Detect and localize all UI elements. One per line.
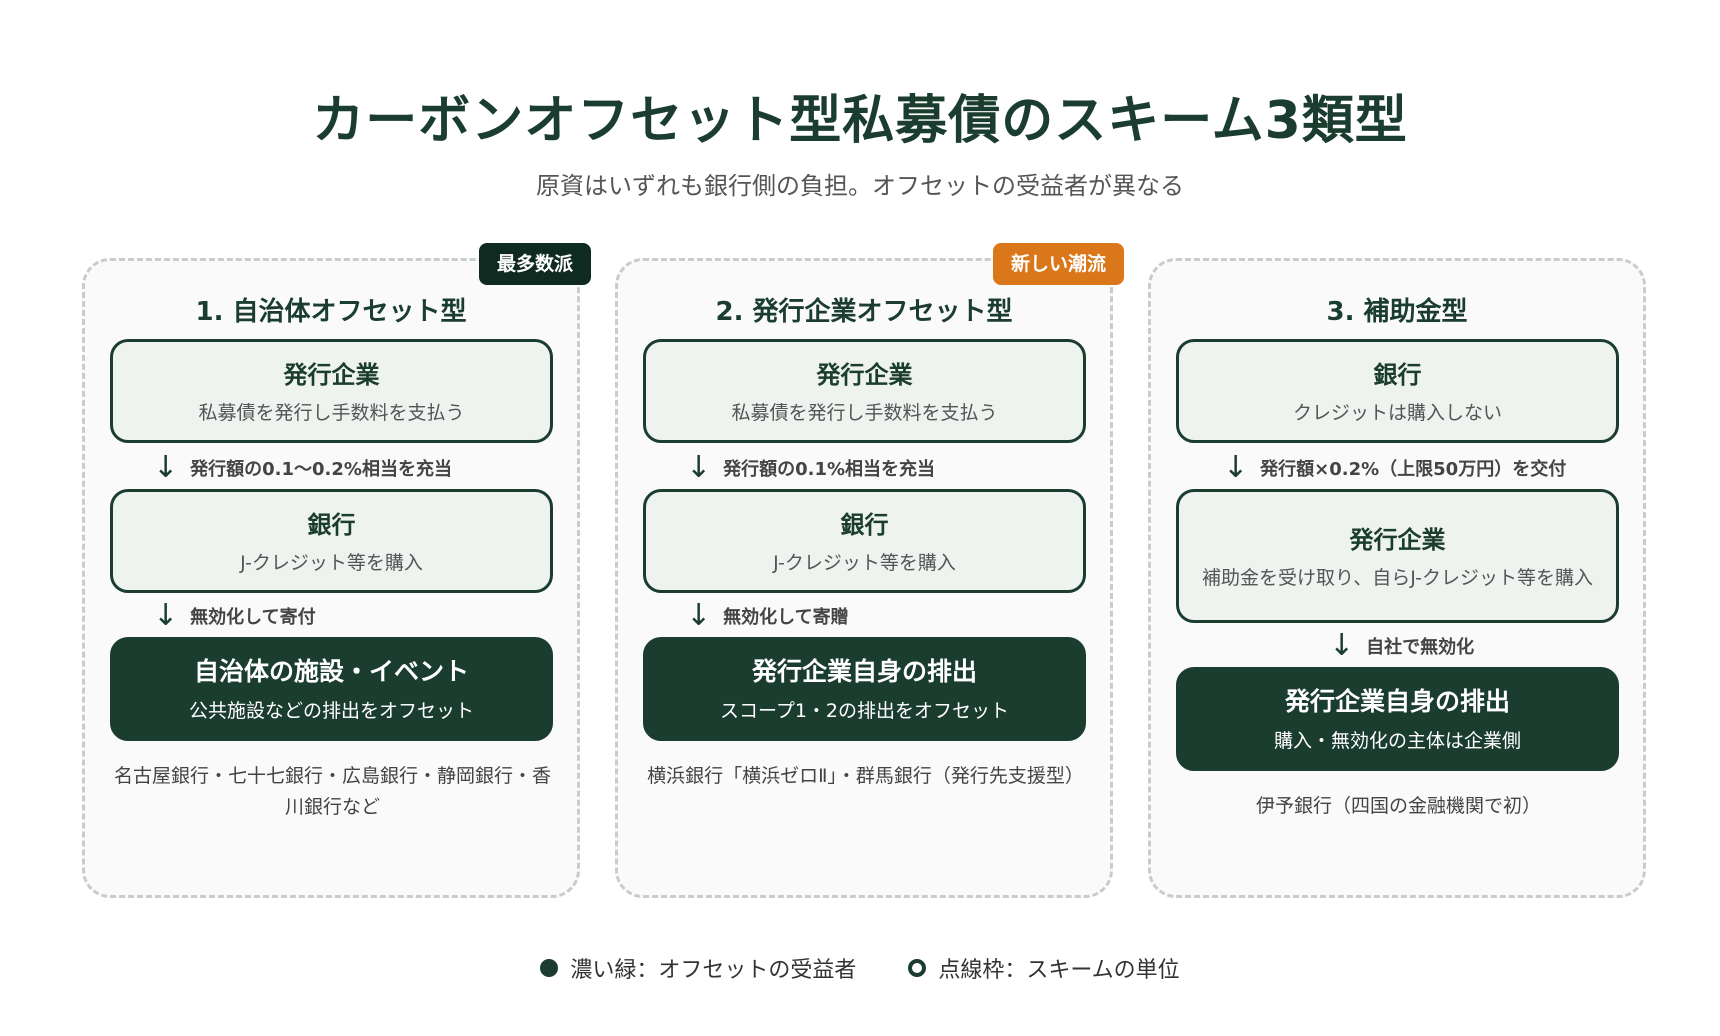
example-banks: 横浜銀行「横浜ゼロⅡ」・群馬銀行（発行先支援型） [647, 765, 1084, 787]
flow-arrow: ↓ 無効化して寄付 [153, 599, 316, 633]
flow-label: 自社で無効化 [1366, 637, 1475, 658]
panel-title: 3. 補助金型 [1326, 297, 1468, 327]
box-title: 銀行 [840, 510, 889, 539]
flow-label: 発行額の0.1〜0.2%相当を充当 [190, 459, 452, 480]
arrow-down-icon: ↓ [153, 450, 179, 485]
scheme-panel-issuer-offset: 新しい潮流 2. 発行企業オフセット型 発行企業 私募債を発行し手数料を支払う … [615, 243, 1124, 898]
flow-arrow: ↓ 発行額の0.1%相当を充当 [686, 451, 935, 485]
arrow-down-icon: ↓ [686, 450, 712, 485]
box-desc: クレジットは購入しない [1292, 401, 1502, 424]
legend-item-scheme-unit: 点線枠：スキームの単位 [908, 952, 1180, 984]
legend: 濃い緑：オフセットの受益者 点線枠：スキームの単位 [0, 952, 1720, 984]
box-title: 自治体の施設・イベント [193, 657, 469, 686]
badge-most-common: 最多数派 [478, 243, 591, 285]
box-desc: 私募債を発行し手数料を支払う [731, 401, 998, 424]
legend-item-beneficiary: 濃い緑：オフセットの受益者 [540, 952, 856, 984]
arrow-down-icon: ↓ [153, 598, 179, 633]
box-bank: 銀行 J-クレジット等を購入 [110, 489, 553, 593]
box-desc: 補助金を受け取り、自らJ-クレジット等を購入 [1201, 566, 1594, 589]
arrow-down-icon: ↓ [686, 598, 712, 633]
box-title: 銀行 [1373, 360, 1422, 389]
box-desc: 購入・無効化の主体は企業側 [1273, 730, 1521, 752]
scheme-panel-subsidy: 3. 補助金型 銀行 クレジットは購入しない ↓ 発行額×0.2%（上限50万円… [1148, 258, 1646, 898]
box-desc: スコープ1・2の排出をオフセット [719, 700, 1010, 722]
page-subtitle: 原資はいずれも銀行側の負担。オフセットの受益者が異なる [536, 172, 1184, 200]
scheme-panel-municipal: 最多数派 1. 自治体オフセット型 発行企業 私募債を発行し手数料を支払う ↓ … [82, 243, 591, 898]
ring-circle-icon [908, 959, 927, 977]
box-beneficiary: 発行企業自身の排出 スコープ1・2の排出をオフセット [643, 637, 1086, 741]
flow-label: 無効化して寄贈 [723, 607, 849, 628]
flow-arrow: ↓ 発行額×0.2%（上限50万円）を交付 [1223, 451, 1566, 485]
box-issuer: 発行企業 私募債を発行し手数料を支払う [643, 339, 1086, 443]
panel-title: 1. 自治体オフセット型 [195, 297, 467, 327]
box-title: 発行企業 [816, 360, 913, 389]
box-beneficiary: 発行企業自身の排出 購入・無効化の主体は企業側 [1176, 667, 1619, 771]
arrow-down-icon: ↓ [1329, 628, 1355, 663]
flow-label: 発行額の0.1%相当を充当 [723, 459, 936, 480]
flow-label: 発行額×0.2%（上限50万円）を交付 [1260, 459, 1567, 480]
box-title: 発行企業 [283, 360, 380, 389]
box-issuer: 発行企業 補助金を受け取り、自らJ-クレジット等を購入 [1176, 489, 1619, 623]
box-desc: 公共施設などの排出をオフセット [188, 700, 474, 722]
panel-title: 2. 発行企業オフセット型 [715, 297, 1013, 327]
arrow-down-icon: ↓ [1223, 450, 1249, 485]
box-desc: J-クレジット等を購入 [240, 551, 423, 574]
box-title: 発行企業 [1349, 525, 1446, 554]
page-title: カーボンオフセット型私募債のスキーム3類型 [312, 91, 1408, 151]
box-title: 銀行 [307, 510, 356, 539]
flow-label: 無効化して寄付 [190, 607, 316, 628]
legend-label: 濃い緑：オフセットの受益者 [570, 958, 857, 983]
flow-arrow: ↓ 自社で無効化 [1329, 629, 1474, 663]
box-issuer: 発行企業 私募債を発行し手数料を支払う [110, 339, 553, 443]
box-bank: 銀行 J-クレジット等を購入 [643, 489, 1086, 593]
box-desc: J-クレジット等を購入 [773, 551, 956, 574]
box-bank: 銀行 クレジットは購入しない [1176, 339, 1619, 443]
flow-arrow: ↓ 無効化して寄贈 [686, 599, 849, 633]
flow-arrow: ↓ 発行額の0.1〜0.2%相当を充当 [153, 451, 452, 485]
box-title: 発行企業自身の排出 [1284, 687, 1510, 716]
example-banks: 名古屋銀行・七十七銀行・広島銀行・静岡銀行・香川銀行など [113, 765, 551, 818]
box-beneficiary: 自治体の施設・イベント 公共施設などの排出をオフセット [110, 637, 553, 741]
example-banks: 伊予銀行（四国の金融機関で初） [1255, 795, 1541, 817]
badge-new-trend: 新しい潮流 [992, 243, 1124, 285]
box-title: 発行企業自身の排出 [751, 657, 977, 686]
filled-circle-icon [540, 959, 559, 977]
box-desc: 私募債を発行し手数料を支払う [198, 401, 465, 424]
legend-label: 点線枠：スキームの単位 [938, 958, 1180, 983]
